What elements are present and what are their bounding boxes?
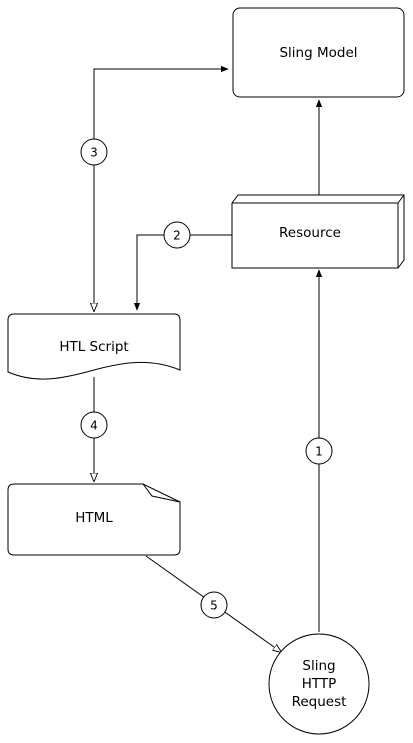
htl-script-label: HTL Script [59,339,128,355]
request-circle [268,633,370,735]
step-marker-1: 1 [305,437,333,465]
sling-model-box [232,7,405,98]
step-marker-5: 5 [200,591,228,619]
node-sling-model: Sling Model [232,7,405,98]
step-circle [305,437,333,465]
step-marker-3: 3 [80,138,108,166]
step-circle [200,591,228,619]
request-label-line-2: HTTP [302,676,337,692]
request-label-line-3: Request [292,694,347,710]
step-number: 5 [210,599,218,613]
resource-label: Resource [279,225,341,241]
node-request: Sling HTTP Request [268,633,370,735]
resource-box-edges [232,194,405,268]
step-number: 4 [90,419,98,433]
step-marker-2: 2 [163,221,191,249]
step-circle [80,411,108,439]
step-number: 2 [173,229,181,243]
sling-model-label: Sling Model [279,45,357,61]
step-circle [163,221,191,249]
node-html: HTML [7,483,181,556]
node-resource: Resource [231,194,405,269]
step-marker-4: 4 [80,411,108,439]
edge-resource-to-htl-script [133,234,232,311]
step-number: 3 [90,146,98,160]
request-label-line-1: Sling [302,658,335,674]
htl-script-shape [7,313,181,380]
step-number: 1 [315,445,323,459]
html-fold [142,483,181,503]
edge-htl-to-sling-model [93,65,229,308]
node-htl-script: HTL Script [7,313,181,380]
html-shape [7,483,181,556]
html-label: HTML [75,510,113,526]
resource-box [231,194,405,269]
step-circle [80,138,108,166]
